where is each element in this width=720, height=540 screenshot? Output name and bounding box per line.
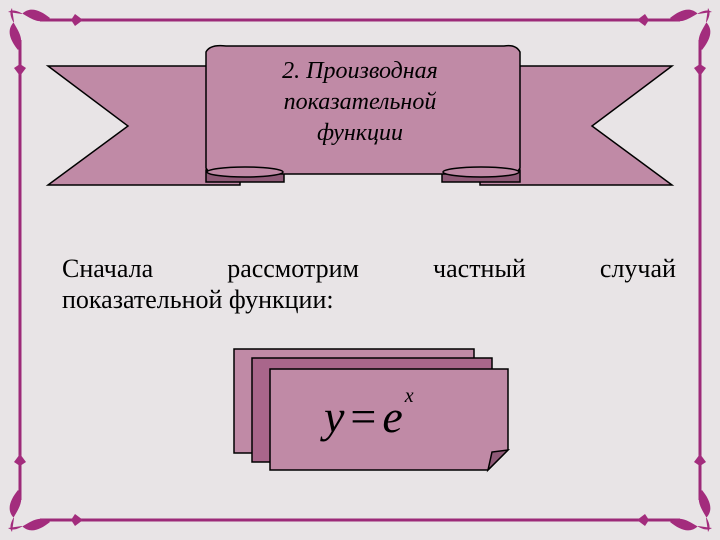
body-line-1: Сначала рассмотрим частный случай [62,253,676,284]
body-word-4: случай [599,254,676,283]
body-word-3: частный [433,254,526,283]
border-lines [18,18,702,522]
body-word-2: рассмотрим [227,254,359,283]
formula-lhs: y [324,391,345,442]
heart-icon [14,14,706,526]
title-line-2: показательной [283,89,437,115]
formula-equals: = [350,391,377,442]
flourish-icon [8,8,712,532]
formula-base: e [382,391,403,442]
formula-cards [233,348,511,473]
formula-exponent: x [404,384,414,407]
body-word-1: Сначала [62,254,154,283]
slide-title: 2. Производная показательной функции [210,56,510,149]
body-paragraph: Сначала рассмотрим частный случай показа… [62,253,676,315]
title-ribbon [45,44,675,186]
body-line-2: показательной функции: [62,285,334,314]
title-line-3: функции [316,120,404,146]
title-line-1: 2. Производная [282,58,438,84]
